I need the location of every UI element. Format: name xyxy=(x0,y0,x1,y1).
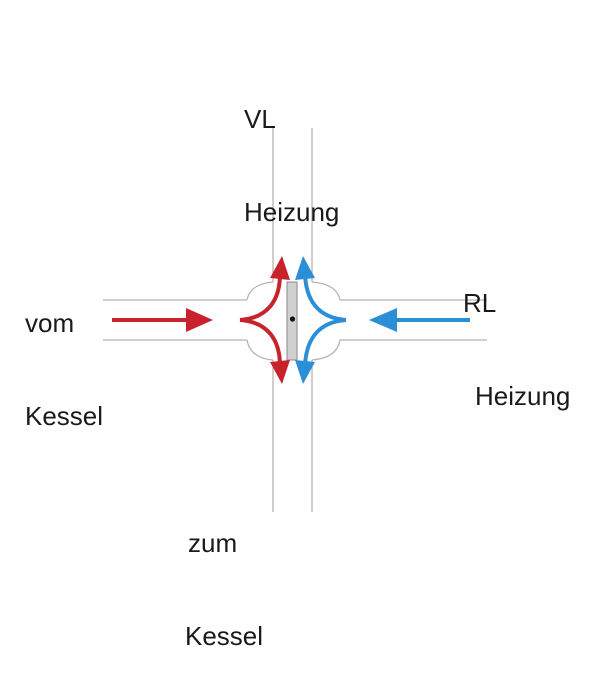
valve-pivot xyxy=(289,316,296,322)
valve-body-bottom-left-arc xyxy=(246,339,274,361)
split-curve-up-red xyxy=(239,273,282,322)
valve-body-top-right-arc xyxy=(311,281,341,301)
mixing-valve-diagram xyxy=(103,128,487,512)
inflow-arrow-head-red xyxy=(186,308,213,332)
label-right: RL Heizung xyxy=(463,226,570,443)
split-curve-down-blue xyxy=(303,318,347,367)
label-bottom-line1: zum xyxy=(188,528,238,558)
split-arrowhead-up-red xyxy=(270,256,290,280)
label-left-line1: vom xyxy=(25,308,75,338)
split-arrowhead-down-blue xyxy=(295,360,315,384)
label-left: vom Kessel xyxy=(25,246,103,463)
inflow-arrow-head-blue xyxy=(369,308,397,332)
label-bottom-line2: Kessel xyxy=(185,621,264,651)
label-top-line2: Heizung xyxy=(244,197,340,227)
valve-body-bottom-right-arc xyxy=(311,339,341,361)
label-bottom: zum Kessel xyxy=(185,466,264,683)
split-curve-down-red xyxy=(239,318,282,367)
return-flow-arrows xyxy=(295,256,470,384)
label-top-line1: VL xyxy=(244,104,276,134)
split-arrowhead-down-red xyxy=(270,360,290,384)
label-right-line1: RL xyxy=(463,288,497,318)
supply-flow-arrows xyxy=(112,256,290,384)
label-right-line2: Heizung xyxy=(475,381,571,411)
label-left-line2: Kessel xyxy=(25,401,104,431)
pipe-outlines xyxy=(103,128,487,512)
valve-body-top-left-arc xyxy=(246,281,274,301)
split-arrowhead-up-blue xyxy=(295,256,315,280)
label-top: VL Heizung xyxy=(244,42,339,259)
